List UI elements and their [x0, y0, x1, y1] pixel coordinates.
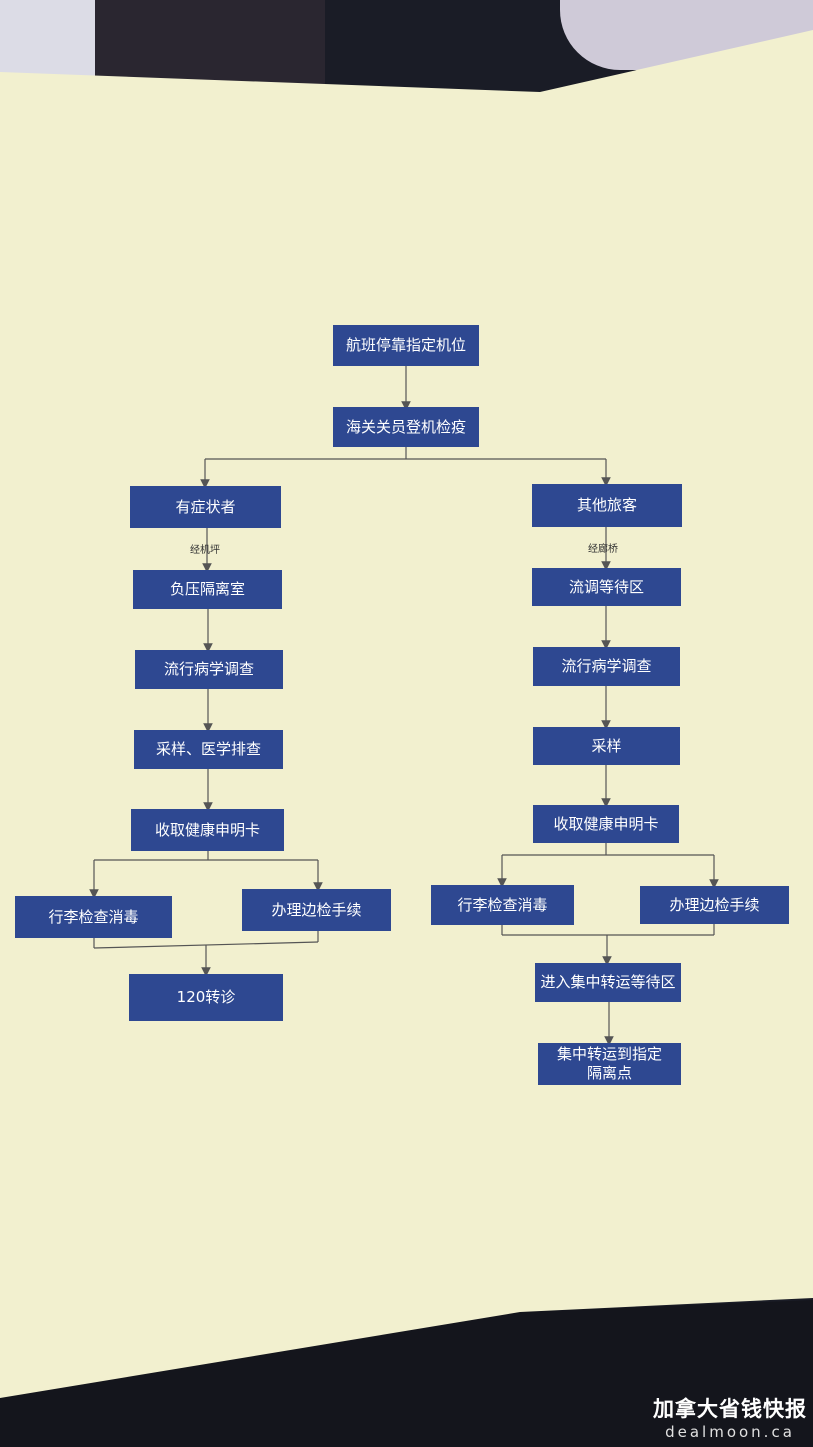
edge-label-apron: 经机坪 — [190, 545, 220, 556]
node-left-health-card: 收取健康申明卡 — [131, 809, 284, 851]
node-flight-park: 航班停靠指定机位 — [333, 325, 479, 366]
node-right-border-procedure: 办理边检手续 — [640, 886, 789, 924]
node-negative-pressure-room: 负压隔离室 — [133, 570, 282, 609]
node-symptomatic: 有症状者 — [130, 486, 281, 528]
node-120-transfer: 120转诊 — [129, 974, 283, 1021]
node-left-border-procedure: 办理边检手续 — [242, 889, 391, 931]
node-left-luggage-disinfect: 行李检查消毒 — [15, 896, 172, 938]
node-left-sampling-screening: 采样、医学排查 — [134, 730, 283, 769]
watermark-logo: 加拿大省钱快报 dealmoon.ca — [653, 1393, 807, 1441]
node-other-passengers: 其他旅客 — [532, 484, 682, 527]
edge-label-jet-bridge: 经廊桥 — [588, 544, 618, 555]
node-left-epidemiology: 流行病学调查 — [135, 650, 283, 689]
watermark-chinese: 加拿大省钱快报 — [653, 1397, 807, 1421]
node-epi-waiting-area: 流调等待区 — [532, 568, 681, 606]
node-right-epidemiology: 流行病学调查 — [533, 647, 680, 686]
node-right-sampling: 采样 — [533, 727, 680, 765]
node-transfer-to-quarantine: 集中转运到指定隔离点 — [538, 1043, 681, 1085]
node-right-health-card: 收取健康申明卡 — [533, 805, 679, 843]
node-transit-waiting-area: 进入集中转运等待区 — [535, 963, 681, 1002]
node-right-luggage-disinfect: 行李检查消毒 — [431, 885, 574, 925]
node-customs-board: 海关关员登机检疫 — [333, 407, 479, 447]
watermark-domain: dealmoon.ca — [665, 1423, 795, 1441]
